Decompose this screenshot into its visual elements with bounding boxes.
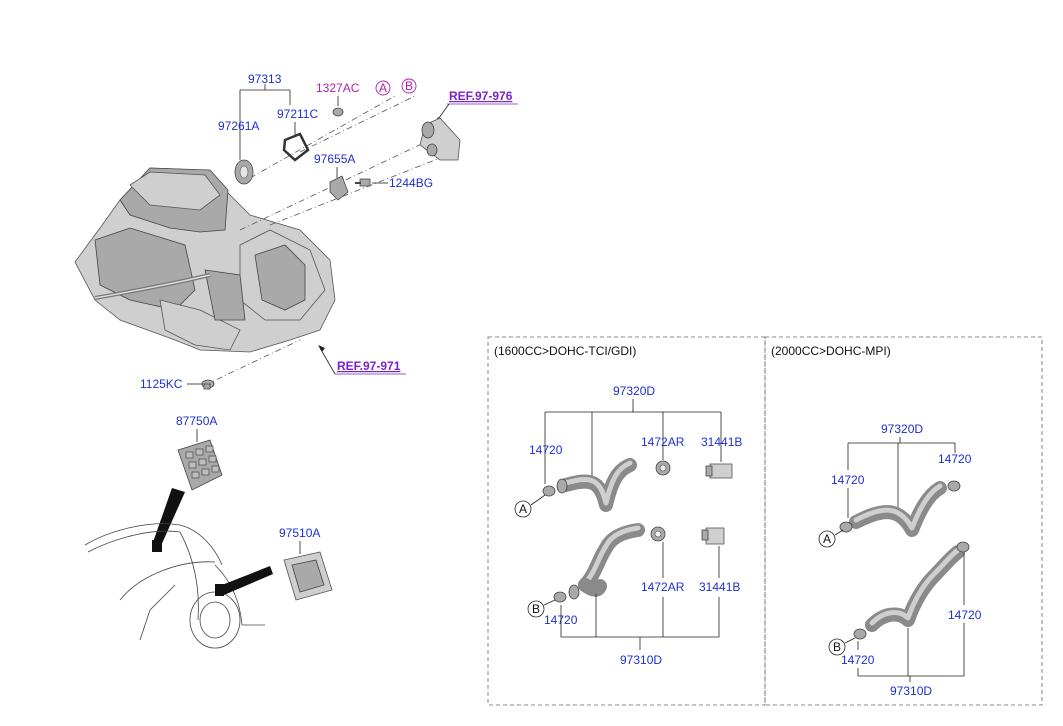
part-1244BG-bolt: [355, 178, 371, 187]
part-97211C: [282, 132, 310, 162]
clamp-14720-left-b: [553, 591, 567, 603]
pointer-wedge-87750A: [152, 488, 185, 548]
clamp-14720-right-c: [956, 541, 970, 553]
hose-97320D-right: [839, 480, 961, 537]
label-14720-right-c: 14720: [948, 608, 982, 622]
label-97320D-right: 97320D: [881, 422, 923, 436]
part-97510A-vent: [283, 551, 333, 601]
label-31441B-left-a: 31441B: [701, 435, 742, 449]
label-97510A: 97510A: [279, 526, 320, 540]
clamp-14720-left-a: [542, 485, 556, 497]
heater-unit-illustration: [74, 167, 336, 353]
clamp-1472AR-left-a: [655, 460, 671, 476]
label-14720-right-b: 14720: [831, 473, 865, 487]
connector-31441B-left-b: [701, 527, 725, 545]
ref-97-971[interactable]: REF.97-971: [337, 359, 401, 373]
vehicle-rear-location-mark: [215, 584, 224, 596]
label-1244BG: 1244BG: [389, 176, 433, 190]
label-A-top: A: [379, 81, 387, 95]
hose-97320D-left: [542, 458, 637, 512]
part-1125KC-bolt: [201, 379, 215, 390]
label-1472AR-left-b: 1472AR: [641, 580, 685, 594]
part-ref-97-976-fitting: [419, 117, 461, 161]
label-97261A: 97261A: [218, 119, 259, 133]
label-14720-right-a: 14720: [938, 452, 972, 466]
circle-marker-B-right: [828, 638, 846, 656]
label-B-top: B: [405, 79, 413, 93]
label-87750A: 87750A: [176, 414, 217, 428]
label-14720-left-a: 14720: [529, 443, 563, 457]
circle-marker-A-left: [514, 500, 532, 518]
label-97655A: 97655A: [314, 152, 355, 166]
vehicle-cowl-location-mark: [152, 540, 162, 552]
label-31441B-left-b: 31441B: [699, 580, 740, 594]
panel-right-title: (2000CC>DOHC-MPI): [771, 344, 891, 358]
label-97310D-left: 97310D: [620, 653, 662, 667]
circle-marker-B-top: [401, 78, 417, 94]
label-1327AC: 1327AC: [316, 81, 360, 95]
clamp-14720-right-b: [839, 521, 853, 533]
panel-2000cc: [764, 336, 1043, 706]
hose-97310D-left: [553, 523, 645, 603]
circle-marker-A-right: [818, 530, 836, 548]
part-97261A: [234, 159, 254, 185]
pointer-wedge-97510A: [222, 566, 273, 595]
circle-marker-A-top: [375, 80, 391, 96]
circle-marker-B-left: [527, 600, 545, 618]
label-97211C: 97211C: [277, 107, 318, 121]
label-1125KC: 1125KC: [140, 377, 183, 391]
assembly-dashline-4: [269, 157, 441, 226]
label-A-left: A: [519, 502, 527, 516]
assembly-dashline-5: [204, 339, 301, 386]
label-97313: 97313: [248, 72, 282, 86]
label-14720-right-d: 14720: [841, 653, 875, 667]
clamp-1472AR-left-b: [650, 526, 666, 542]
connector-31441B-left-a: [705, 463, 733, 479]
part-97655A: [329, 175, 349, 201]
clamp-14720-right-d: [853, 628, 867, 640]
ref-97-976[interactable]: REF.97-976: [449, 89, 513, 103]
assembly-dashline-2: [299, 95, 416, 153]
hose-97310D-right: [853, 541, 970, 640]
label-B-right: B: [833, 640, 841, 654]
part-87750A-grille: [177, 439, 223, 491]
label-A-right: A: [823, 532, 831, 546]
clamp-14720-right-a: [947, 480, 961, 492]
panel-left-title: (1600CC>DOHC-TCI/GDI): [494, 344, 636, 358]
panel-1600cc: [487, 336, 766, 706]
part-1327AC: [332, 107, 344, 117]
label-B-left: B: [532, 602, 540, 616]
label-97310D-right: 97310D: [890, 684, 932, 698]
assembly-dashline-1: [249, 95, 396, 179]
label-97320D-left: 97320D: [613, 384, 655, 398]
label-1472AR-left-a: 1472AR: [641, 435, 685, 449]
